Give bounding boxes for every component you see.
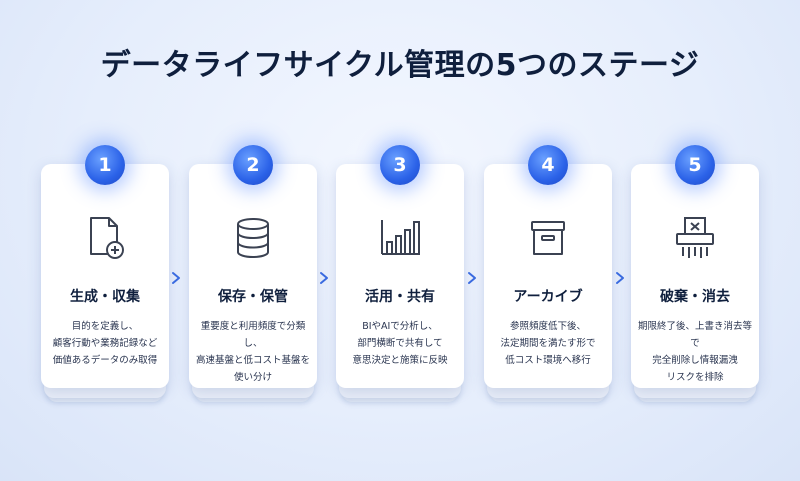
stage-card-4: アーカイブ 参照頻度低下後、法定期間を満たす形で低コスト環境へ移行 xyxy=(484,164,612,402)
page-title: データライフサイクル管理の5つのステージ xyxy=(100,48,700,83)
chevron-right-icon xyxy=(468,272,476,284)
stage-title: 破棄・消去 xyxy=(660,289,730,305)
stage-description: 期限終了後、上書き消去等で完全削除し情報漏洩リスクを排除 xyxy=(637,321,752,383)
stage-card-1: 生成・収集 目的を定義し、顧客行動や業務記録など価値あるデータのみ取得 xyxy=(41,164,169,402)
stage-description: 目的を定義し、顧客行動や業務記録など価値あるデータのみ取得 xyxy=(52,321,158,366)
stage-title: 保存・保管 xyxy=(218,289,288,305)
chevron-right-icon xyxy=(616,272,624,284)
chevron-right-icon xyxy=(172,272,180,284)
stage-card-2: 保存・保管 重要度と利用頻度で分類し、高速基盤と低コスト基盤を使い分け xyxy=(189,164,317,402)
stage-description: 重要度と利用頻度で分類し、高速基盤と低コスト基盤を使い分け xyxy=(195,321,310,383)
new-file-icon xyxy=(90,217,124,259)
database-icon xyxy=(237,218,269,259)
stage-number-badge-3: 3 xyxy=(380,145,420,185)
stage-title: 生成・収集 xyxy=(70,289,140,305)
bar-chart-icon xyxy=(381,220,420,255)
stage-description: 参照頻度低下後、法定期間を満たす形で低コスト環境へ移行 xyxy=(500,321,596,366)
stage-title: アーカイブ xyxy=(513,289,583,305)
stage-number-badge-1: 1 xyxy=(85,145,125,185)
stage-card-3: 活用・共有 BIやAIで分析し、部門横断で共有して意思決定と施策に反映 xyxy=(336,164,464,402)
stage-number-badge-2: 2 xyxy=(233,145,273,185)
chevron-right-icon xyxy=(320,272,328,284)
stage-card-5: 破棄・消去 期限終了後、上書き消去等で完全削除し情報漏洩リスクを排除 xyxy=(631,164,759,402)
archive-box-icon xyxy=(531,221,565,255)
stage-number-badge-4: 4 xyxy=(528,145,568,185)
stage-title: 活用・共有 xyxy=(365,289,435,305)
stage-description: BIやAIで分析し、部門横断で共有して意思決定と施策に反映 xyxy=(352,321,448,366)
stage-number-badge-5: 5 xyxy=(675,145,715,185)
shredder-icon xyxy=(676,217,714,258)
